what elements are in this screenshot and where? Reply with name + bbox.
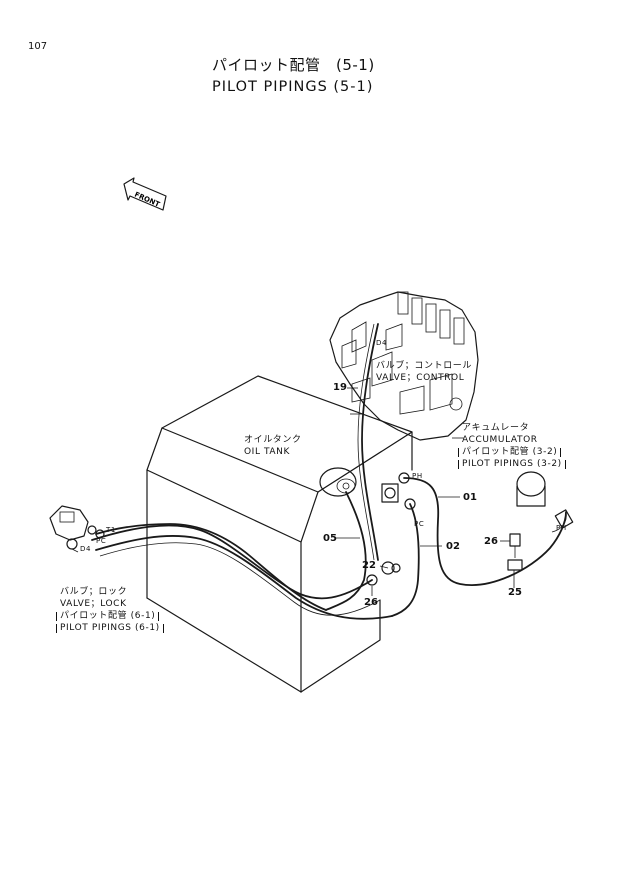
part-number-02: 02 [446, 541, 460, 552]
port-label-d4-top: D4 [376, 339, 388, 347]
pipe-01 [403, 477, 567, 586]
valve-lock-ref-jp: パイロット配管 (6-1) [56, 612, 160, 621]
part-number-05: 05 [323, 533, 337, 544]
part-number-26-left: 26 [364, 597, 378, 608]
lock-valve-drawing [49, 505, 105, 553]
port-label-ph-right: PH [556, 524, 567, 532]
control-valve-drawing [329, 291, 479, 441]
title-english: PILOT PIPINGS (5-1) [212, 79, 374, 95]
part-number-26-right: 26 [484, 536, 498, 547]
valve-control-label-jp: バルブ；コントロール [376, 361, 473, 371]
port-label-t1-left: T1 [106, 526, 116, 534]
fittings-25-26 [500, 533, 523, 584]
valve-lock-ref-en: PILOT PIPINGS (6-1) [56, 624, 164, 633]
pipe-19 [361, 323, 379, 561]
port-label-pc-left: PC [96, 537, 107, 545]
oil-tank-drawing [146, 375, 413, 693]
pilot-lines-to-lock-valve [91, 523, 393, 620]
accumulator-label-jp: アキュムレータ [462, 423, 530, 433]
title-japanese: パイロット配管 (5-1) [212, 56, 375, 74]
accumulator-label-en: ACCUMULATOR [462, 435, 538, 445]
valve-lock-label-jp: バルブ；ロック [60, 587, 128, 597]
accumulator-drawing [516, 471, 574, 533]
port-label-pc-center: PC [414, 520, 425, 528]
accumulator-ref-en: PILOT PIPINGS (3-2) [458, 460, 566, 469]
valve-control-label-en: VALVE；CONTROL [376, 373, 465, 383]
front-arrow-icon: FRONT [123, 177, 167, 211]
pipe-02 [391, 503, 420, 617]
valve-lock-label-en: VALVE；LOCK [60, 599, 127, 609]
part-number-25: 25 [508, 587, 522, 598]
part-number-22: 22 [362, 560, 376, 571]
oil-tank-label-en: OIL TANK [244, 447, 291, 457]
accumulator-ref-jp: パイロット配管 (3-2) [458, 448, 562, 457]
part-number-19: 19 [333, 382, 347, 393]
port-label-d4-left: D4 [80, 545, 92, 553]
pipe-05 [325, 491, 367, 611]
page-number: 107 [28, 41, 48, 52]
front-label: FRONT [133, 191, 161, 209]
port-label-ph-center: PH [412, 472, 423, 480]
part-number-01: 01 [463, 492, 477, 503]
oil-tank-label-jp: オイルタンク [244, 435, 302, 445]
